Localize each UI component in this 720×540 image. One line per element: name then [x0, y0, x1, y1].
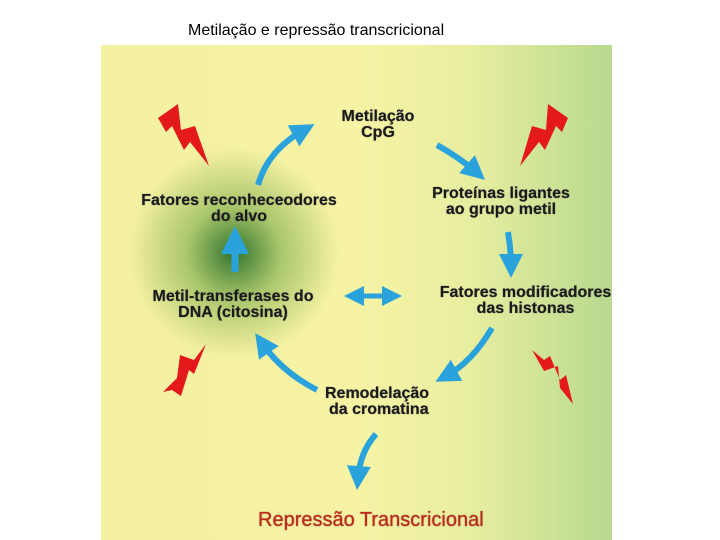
node-proteinas-line2: ao grupo metil	[445, 201, 557, 218]
arrow-to-metil-transf	[255, 333, 319, 393]
node-proteinas-line1: Proteínas ligantes	[432, 185, 570, 202]
node-remodelacao-line1: Remodelação	[325, 385, 430, 402]
node-metil-transferases: Metil-transferases do DNA (citosina)	[148, 289, 318, 321]
lightning-bolt-icon	[163, 344, 206, 396]
node-fatores-modificadores: Fatores modificadores das histonas	[439, 285, 612, 317]
node-fatores-reconheceodores: Fatores reconheceodores do alvo	[138, 193, 340, 225]
node-metilacao-line1: Metilação	[341, 108, 415, 125]
arrow-to-repressao	[346, 432, 379, 490]
node-remodelacao-line2: da cromatina	[329, 401, 429, 418]
node-remodelacao-cromatina: Remodelação da cromatina	[325, 386, 435, 418]
lightning-bolt-icon	[532, 350, 573, 404]
diagram-title: Metilação e repressão transcricional	[188, 22, 445, 39]
arrow-to-remodelacao	[435, 326, 495, 382]
node-metil-transf-line2: DNA (citosina)	[178, 304, 288, 321]
result-repressao-transcricional: Repressão Transcricional	[258, 509, 484, 531]
node-metilacao-line2: CpG	[361, 124, 395, 141]
node-fatores-rec-line1: Fatores reconheceodores	[141, 192, 337, 209]
node-proteinas-ligantes: Proteínas ligantes ao grupo metil	[426, 186, 576, 218]
node-metil-transf-line1: Metil-transferases do	[152, 288, 314, 305]
lightning-bolt-icon	[520, 104, 568, 166]
lightning-bolt-icon	[158, 104, 209, 166]
node-fatores-rec-line2: do alvo	[210, 208, 267, 225]
node-fatores-mod-line1: Fatores modificadores	[439, 284, 612, 301]
arrow-to-proteinas	[435, 142, 486, 180]
arrow-to-fatores-mod	[498, 231, 523, 278]
node-metilacao-cpg: Metilação CpG	[340, 109, 416, 141]
node-fatores-mod-line2: das histonas	[476, 300, 575, 317]
arrow-to-metilacao	[255, 124, 315, 186]
